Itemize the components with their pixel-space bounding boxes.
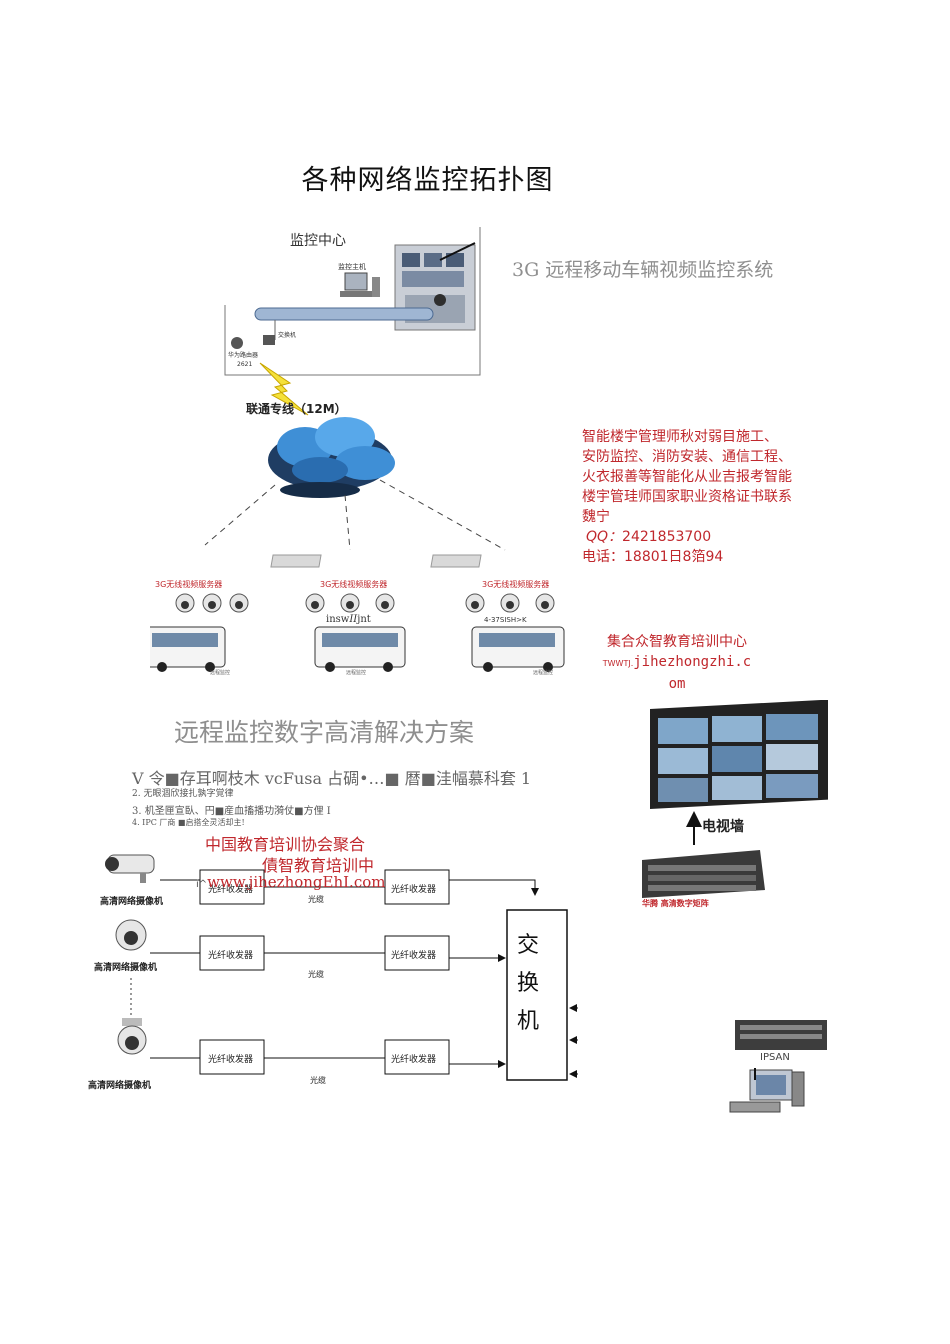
ad-line-5: 魏宁: [582, 509, 610, 525]
watermark-line-2: 債智教育培训中: [262, 856, 375, 875]
server-label-1: 3G无线视频服务器: [155, 579, 222, 589]
fiber-label-1: 光缆: [308, 894, 324, 904]
transceiver-1b: [384, 869, 450, 905]
server-label-3: 3G无线视频服务器: [482, 579, 549, 589]
transceiver-2b-label: 光纤收发器: [391, 949, 436, 961]
dome-camera-icon: [115, 919, 147, 951]
phone-label: 电话：: [582, 549, 624, 565]
core-switch: [506, 909, 568, 1081]
transceiver-2b: [384, 935, 450, 971]
phone-value: 18801日8箔94: [624, 549, 724, 565]
camera-label-1: 高清网络摄像机: [100, 895, 163, 907]
lightning-icon: [259, 362, 309, 416]
tv-wall-label: 电视墙: [702, 818, 744, 835]
qq-value: 2421853700: [622, 529, 712, 545]
feature-line-2: 2. 无眼涸欣接扎孰字覚律: [132, 789, 234, 799]
transceiver-2a: [199, 935, 265, 971]
qq-label: QQ：: [586, 529, 623, 545]
router-icon: [231, 337, 243, 349]
workstation-icon: [729, 1069, 805, 1113]
switch-char-3: 机: [517, 1009, 539, 1034]
training-center-block: 集合众智教育培训中心 TWWTJ.jihezhongzhi.c om: [582, 632, 772, 694]
transceiver-1a-label: 光纤收发器: [208, 883, 253, 895]
transceiver-1a: [199, 869, 265, 905]
transceiver-3a: [199, 1039, 265, 1075]
tv-wall-image: [650, 700, 828, 809]
server-label-2: 3G无线视频服务器: [320, 579, 387, 589]
host-label: 监控主机: [338, 262, 366, 271]
center-frame: [224, 227, 481, 376]
storage-label: IPSAN: [760, 1052, 790, 1063]
switch-icon: [263, 335, 275, 345]
ad-line-4: 楼宇管珪师国家职业资格证书联系: [582, 489, 792, 505]
transceiver-1b-label: 光纤收发器: [391, 883, 436, 895]
router-model: 2621: [237, 361, 252, 368]
page-title: 各种网络监控拓扑图: [301, 165, 554, 196]
ptz-camera-icon: [117, 1018, 147, 1055]
transceiver-3b: [384, 1039, 450, 1075]
heading-hd-solution: 远程监控数字高清解决方案: [174, 718, 475, 747]
fiber-label-2: 光缆: [308, 969, 324, 979]
camera-label-2: 高清网络摄像机: [94, 961, 157, 973]
fiber-label-3: 光缆: [310, 1075, 326, 1085]
cloud-icon: [268, 417, 395, 498]
watermark-url[interactable]: www.jihezhongEhI.com: [207, 873, 386, 891]
hd-topology-diagram: 高清网络摄像机 高清网络摄像机 高清网络摄像机 光纤收发器 光缆 光纤收发器 光…: [88, 854, 578, 1091]
vehicle-group-3: 3G无线视频服务器 4-37SISH>K 远程监控: [430, 554, 565, 676]
vehicle-group-1: 3G无线视频服务器 远程监控: [150, 579, 249, 676]
link-left: [204, 484, 276, 546]
transceiver-3b-label: 光纤收发器: [391, 1053, 436, 1065]
ad-qq-line: QQ：2421853700: [582, 527, 832, 547]
ad-phone-line: 电话：18801日8箔94: [582, 547, 832, 567]
switch-label: 交换机: [278, 331, 296, 339]
feature-line-1: V 令■存耳啊枝木 vcFusa 占碉•…■ 暦■洼幅慕科套 1: [132, 769, 532, 788]
ad-line-1: 智能楼宇管理师秋对弱目施工、: [582, 429, 778, 445]
switch-char-2: 换: [517, 971, 539, 996]
bus-caption-2: 远程监控: [346, 669, 366, 676]
ad-block: 智能楼宇管理师秋对弱目施工、 安防监控、消防安装、通信工程、 火衣报善等智能化从…: [582, 427, 832, 567]
link-label: 联通专线（12M）: [246, 401, 347, 416]
output-devices: 电视墙 华腾 高清数字矩阵 IPSAN: [642, 700, 828, 1113]
camera-label-3: 高清网络摄像机: [88, 1079, 151, 1091]
bus-caption-1: 远程监控: [210, 669, 230, 676]
vehicle-group-2: 3G无线视频服务器 insw𝐼𝐼jnt 远程监控: [270, 554, 406, 676]
router-label: 华为路由器: [228, 351, 258, 359]
bus-tag-1: insw𝐼𝐼jnt: [326, 614, 371, 625]
center-name: 集合众智教育培训中心: [607, 634, 747, 650]
decoder-label: 华腾 高清数字矩阵: [642, 898, 709, 908]
lan-bus: [254, 307, 434, 321]
link-mid: [344, 494, 351, 551]
watermark-url-prefix: i^: [196, 879, 208, 890]
heading-3g-system: 3G 远程移动车辆视频监控系统: [512, 259, 774, 281]
bus-caption-3: 远程监控: [533, 669, 553, 676]
switch-char-1: 交: [517, 933, 539, 958]
center-label: 监控中心: [290, 233, 346, 249]
watermark-url-line: i^www.jihezhongEhI.com: [196, 873, 385, 891]
ad-line-3: 火衣报善等智能化从业吉报考智能: [582, 469, 792, 485]
3g-topology-diagram: 监控中心 监控主机 交换机 华为路由器 2621 联通专线（12M）: [150, 227, 565, 676]
bus-tag-2: 4-37SISH>K: [484, 616, 527, 624]
center-url[interactable]: jihezhongzhi.c: [633, 654, 752, 670]
monitoring-host-icon: 监控主机: [338, 262, 380, 297]
storage-rack-icon: [735, 1020, 827, 1050]
decoder-device-icon: [642, 850, 765, 898]
bullet-camera-icon: [105, 854, 155, 883]
feature-line-3: 3. 机圣匣宣臥、円■産血搐播功漪仗■方俚 I: [132, 806, 331, 817]
ad-line-2: 安防监控、消防安装、通信工程、: [582, 449, 792, 465]
center-url-tail: om: [668, 676, 686, 692]
center-url-line: TWWTJ.jihezhongzhi.c: [582, 652, 772, 674]
watermark-line-1: 中国教育培训协会聚合: [205, 835, 366, 854]
feature-line-4: 4. IPC 厂商 ■启搭全灵活却主!: [132, 818, 245, 827]
transceiver-2a-label: 光纤收发器: [208, 949, 253, 961]
center-url-prefix: TWWTJ.: [602, 659, 634, 668]
link-right: [379, 479, 506, 551]
transceiver-3a-label: 光纤收发器: [208, 1053, 253, 1065]
